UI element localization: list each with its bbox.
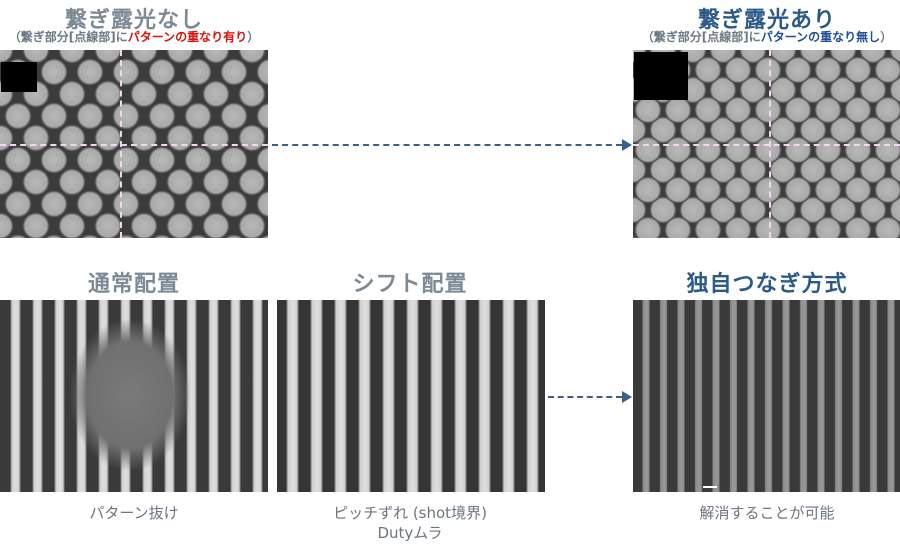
subtitle-text: （繋ぎ部分[点線部]に — [641, 30, 761, 44]
caption-shift-line2: Dutyムラ — [377, 524, 443, 542]
title-without-stitching: 繋ぎ露光なし — [64, 8, 203, 33]
arrow-right-icon — [622, 139, 632, 151]
sem-image-dots-with-stitching — [633, 50, 900, 238]
arrow-right-icon — [622, 391, 632, 403]
caption-custom: 解消することが可能 — [699, 504, 835, 522]
sem-image-lines-normal — [0, 300, 268, 492]
subtitle-highlight: パターンの重なり有り — [127, 30, 248, 44]
heading-normal-placement: 通常配置 — [87, 272, 180, 297]
sem-info-overlay — [1, 62, 37, 92]
title-with-stitching: 繋ぎ露光あり — [697, 8, 836, 33]
sem-info-overlay — [634, 52, 688, 100]
sem-image-lines-custom — [633, 300, 900, 492]
subtitle-text: （繋ぎ部分[点線部]に — [8, 30, 128, 44]
heading-shift-placement: シフト配置 — [352, 272, 468, 297]
arrow-line — [548, 396, 622, 398]
caption-shift-line1: ピッチずれ (shot境界) — [333, 504, 487, 522]
subtitle-highlight: パターンの重なり無し — [760, 30, 881, 44]
sem-image-lines-shift — [277, 300, 545, 492]
subtitle-text: ） — [880, 30, 893, 44]
subtitle-with-stitching: （繋ぎ部分[点線部]にパターンの重なり無し） — [617, 28, 900, 45]
sem-image-dots-without-stitching — [0, 50, 268, 238]
subtitle-without-stitching: （繋ぎ部分[点線部]にパターンの重なり有り） — [0, 28, 284, 45]
heading-custom-stitching: 独自つなぎ方式 — [686, 272, 848, 297]
scale-bar — [703, 486, 717, 488]
caption-shift: ピッチずれ (shot境界) Dutyムラ — [260, 503, 560, 543]
stitch-boundary-horizontal — [0, 144, 268, 146]
caption-normal: パターン抜け — [89, 504, 179, 522]
arrow-line — [272, 144, 622, 146]
stitch-boundary-horizontal — [633, 144, 900, 146]
pattern-missing-region — [70, 320, 190, 470]
subtitle-text: ） — [247, 30, 260, 44]
